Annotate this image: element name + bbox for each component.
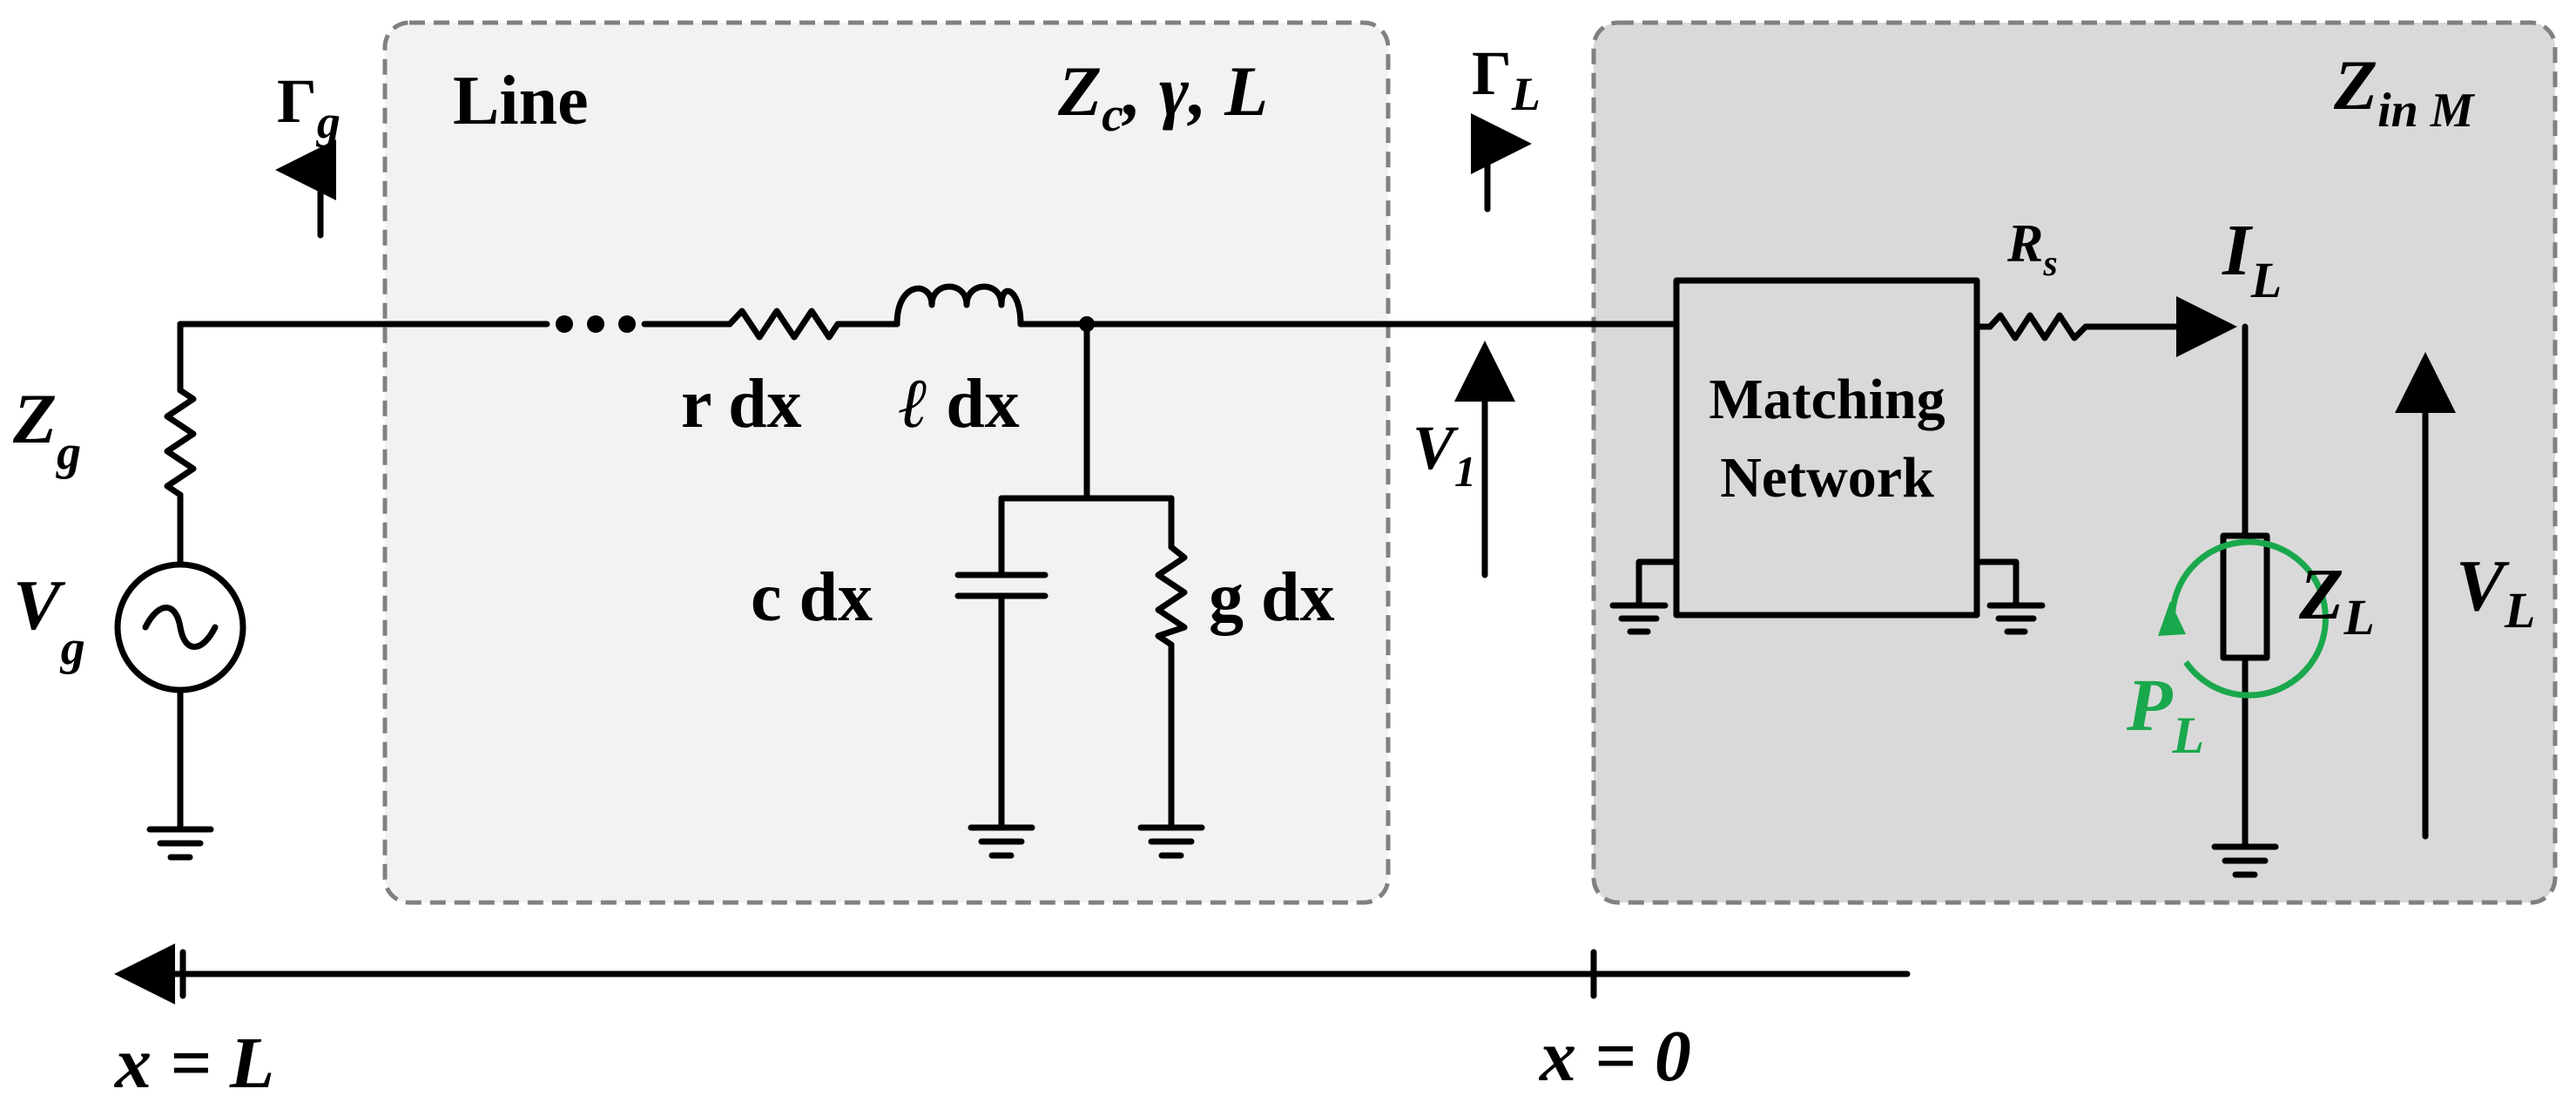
line-dot-1 [556, 315, 573, 333]
line-dot-3 [618, 315, 636, 333]
zg-resistor [164, 387, 197, 498]
line-box [382, 20, 1391, 905]
g-dx-label: g dx [1209, 559, 1335, 636]
axis-label-x-0: x = 0 [1538, 1016, 1691, 1097]
l-inductor [894, 283, 1024, 328]
r-dx-label: r dx [681, 366, 802, 443]
ground-symbol-mn-left [1609, 602, 1669, 635]
mn-left-ground-wire [1635, 558, 1680, 606]
line-parameters: Zc, γ, L [1057, 51, 1268, 142]
rs-resistor [1986, 312, 2089, 341]
mn-right-ground-wire [1973, 558, 2020, 606]
gamma-g-label: Γg [277, 66, 341, 148]
zin-label: Zin M [2333, 45, 2476, 138]
g-resistor [1155, 544, 1188, 648]
v1-label: V1 [1413, 413, 1476, 496]
line-dot-2 [587, 315, 604, 333]
gamma-l-label: ΓL [1472, 38, 1541, 120]
ground-symbol-load [2211, 843, 2279, 878]
power-loop [2168, 538, 2329, 699]
ground-symbol-source [146, 826, 214, 861]
vl-label: VL [2456, 545, 2535, 639]
matching-network-box [1673, 277, 1980, 619]
ground-symbol-mn-right [1986, 602, 2046, 635]
gamma-g-marker [275, 139, 336, 239]
matching-network-label-line1: Matching [1709, 368, 1945, 431]
pl-label: PL [2126, 663, 2204, 764]
il-label: IL [2222, 210, 2282, 308]
vg-label: Vg [13, 565, 85, 675]
r-resistor [726, 308, 841, 341]
ground-symbol-c [968, 824, 1035, 859]
voltage-source-sine [142, 605, 219, 650]
load-box [1591, 20, 2558, 905]
rs-label: Rs [2006, 214, 2058, 284]
zg-label: Zg [12, 379, 81, 480]
power-loop-arrow-icon [2158, 601, 2186, 636]
zl-label: ZL [2298, 554, 2375, 646]
axis-label-x-l: x = L [113, 1023, 274, 1104]
gamma-l-marker [1471, 113, 1532, 213]
ground-symbol-g [1137, 824, 1205, 859]
line-title: Line [453, 63, 589, 139]
l-dx-label: ℓ dx [899, 366, 1020, 443]
c-dx-label: c dx [751, 559, 873, 636]
junction-dot [1079, 316, 1095, 332]
matching-network-label-line2: Network [1720, 446, 1934, 510]
